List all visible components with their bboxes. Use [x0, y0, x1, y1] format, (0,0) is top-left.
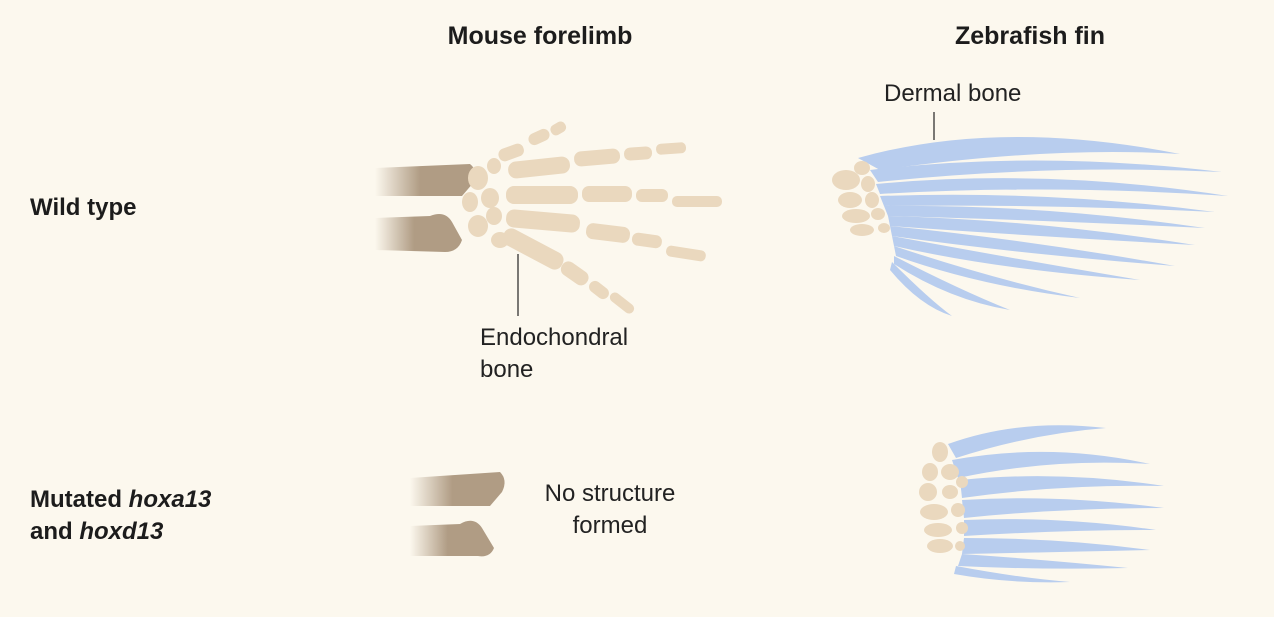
mouse-wildtype-forelimb [375, 121, 722, 316]
mouse-mutated-forelimb [410, 472, 505, 557]
wildtype-ulna [375, 164, 476, 196]
zebrafish-wildtype-fin [832, 112, 1228, 316]
no-structure-line-1: No structure [544, 480, 676, 507]
zebrafish-mutated-fin [919, 425, 1164, 583]
mouse-wildtype-arm-bones [375, 164, 476, 252]
mutated-ulna [410, 472, 505, 506]
zebrafish-fin-header: Zebrafish fin [954, 22, 1105, 50]
mutated-radius [410, 520, 494, 557]
zebrafish-wildtype-endochondral [832, 161, 890, 236]
mutated-line-1: Mutated hoxa13 [30, 486, 212, 513]
endochondral-line-1: Endochondral [480, 324, 629, 351]
no-structure-line-2: formed [572, 512, 648, 539]
endochondral-line-2: bone [480, 356, 534, 383]
wild-type-label: Wild type [30, 194, 137, 221]
zebrafish-mutated-rays [948, 425, 1164, 583]
mutated-label: Mutated hoxa13 and hoxd13 [30, 484, 211, 548]
mouse-forelimb-header: Mouse forelimb [447, 22, 633, 50]
mouse-wildtype-digits [498, 121, 722, 314]
zebrafish-wildtype-rays [858, 136, 1228, 316]
dermal-bone-label: Dermal bone [884, 80, 1022, 107]
zebrafish-mutated-endochondral [919, 442, 968, 553]
wildtype-radius [375, 214, 462, 252]
no-structure-label: No structure formed [520, 478, 700, 542]
mutated-line-2: and hoxd13 [30, 518, 164, 545]
endochondral-bone-label: Endochondral bone [480, 322, 628, 386]
